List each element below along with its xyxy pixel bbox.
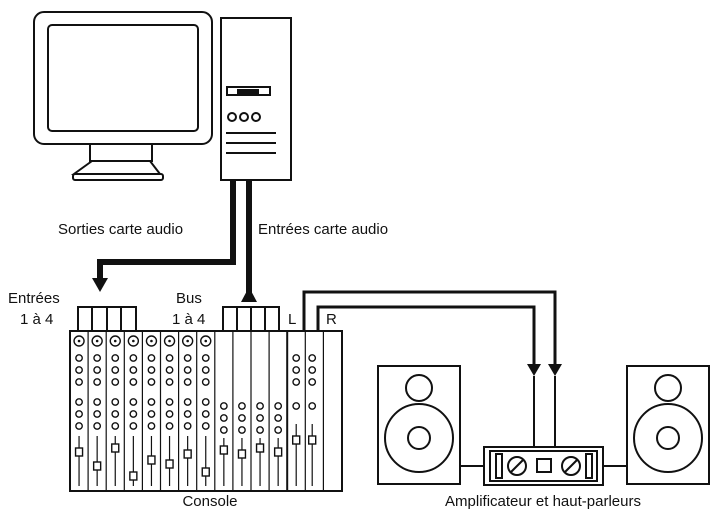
left-channel-label: L: [288, 311, 297, 328]
amp-input-cables: [533, 376, 556, 447]
bus-range-label: 1 à 4: [172, 311, 206, 328]
console-bus-connectors: [222, 306, 280, 332]
monitor: [33, 11, 213, 181]
right-channel-label: R: [326, 311, 337, 328]
console-inputs-range-label: 1 à 4: [20, 311, 54, 328]
right-speaker: [626, 365, 710, 485]
console-label: Console: [182, 493, 238, 510]
console-inputs-label: Entrées: [8, 290, 60, 307]
bus-label: Bus: [176, 290, 202, 307]
right-arrow: [527, 364, 541, 376]
audio-inputs-label: Entrées carte audio: [258, 221, 389, 238]
amplifier: [483, 446, 604, 486]
output-arrow: [92, 278, 108, 292]
console-channel-strips: [73, 331, 324, 491]
main-output-cables: [302, 290, 557, 365]
amplifier-speakers-label: Amplificateur et haut-parleurs: [445, 493, 641, 510]
left-speaker: [377, 365, 461, 485]
audio-outputs-label: Sorties carte audio: [58, 221, 184, 238]
left-arrow: [548, 364, 562, 376]
computer-tower: [220, 17, 292, 181]
input-arrow: [241, 287, 257, 302]
audio-card-cables: [97, 180, 252, 298]
console-input-connectors: [77, 306, 137, 332]
